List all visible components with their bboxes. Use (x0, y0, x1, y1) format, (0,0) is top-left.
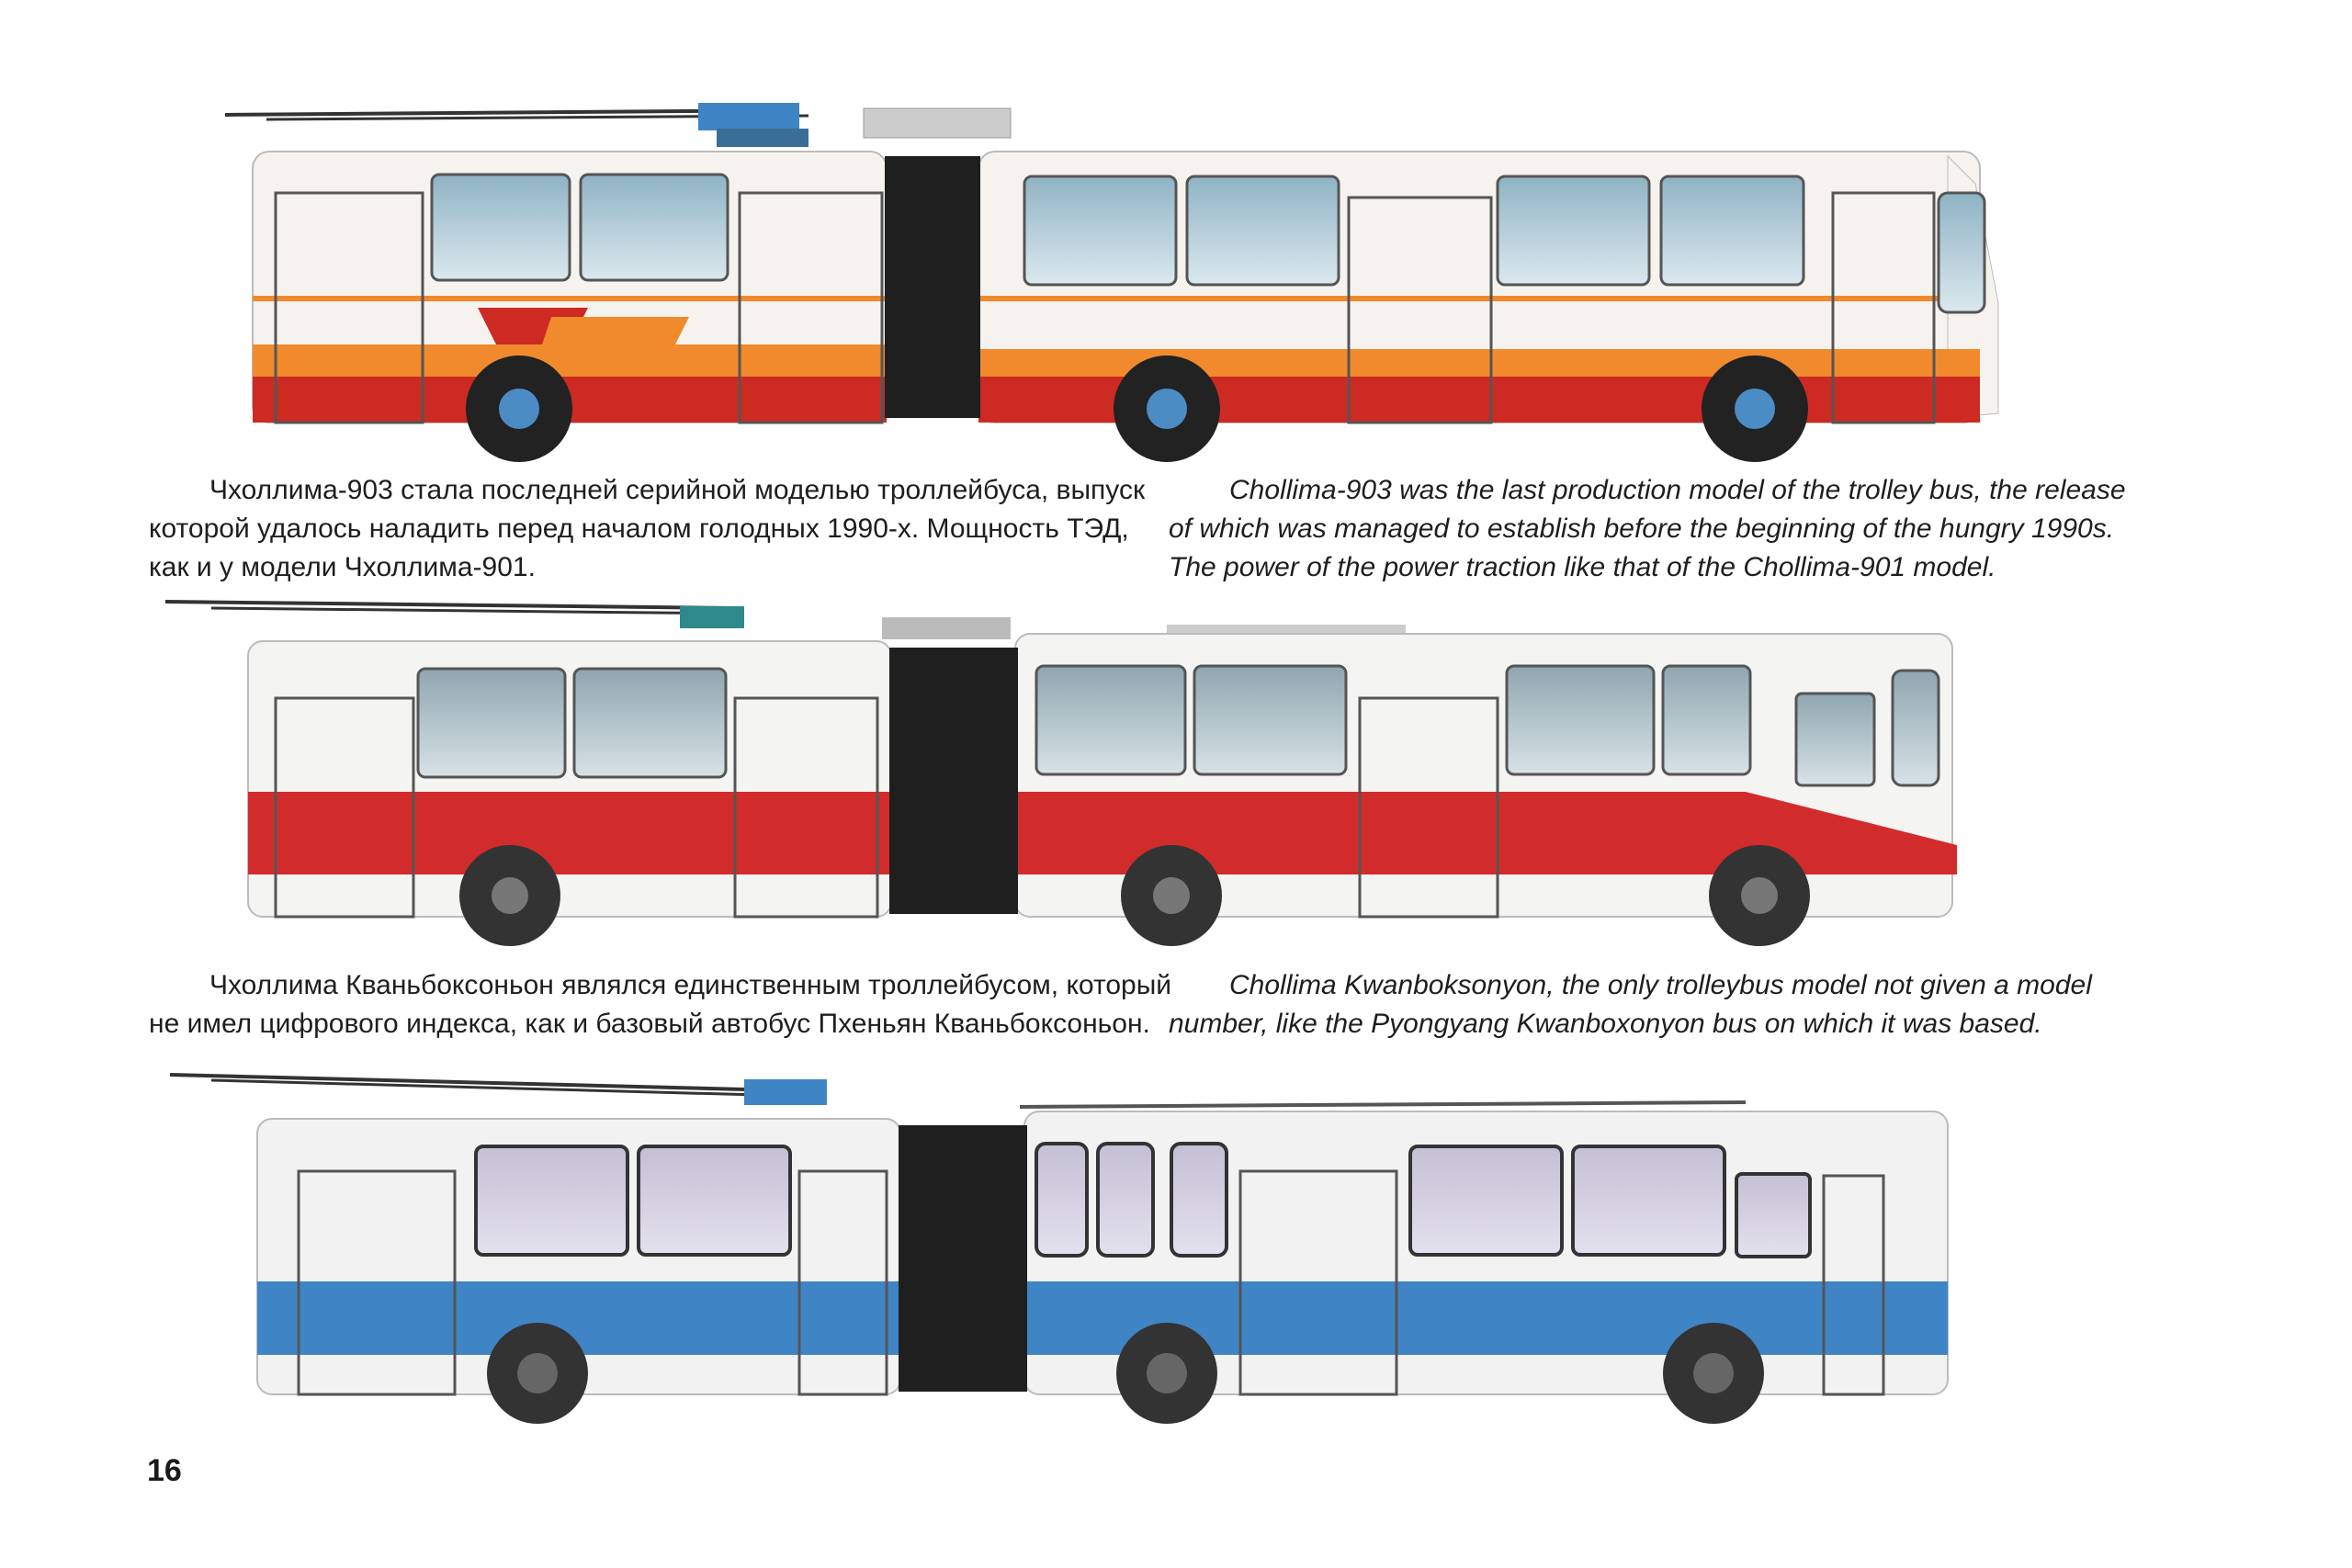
trolleybus-chollima-903-illustration (224, 103, 1999, 462)
caption-1-ru-line: как и у модели Чхоллима-901. (149, 552, 536, 582)
caption-2-ru-line: Чхоллима Кваньбоксоньон являлся единстве… (209, 970, 1172, 1000)
caption-1-english: Chollima-903 was the last production mod… (1169, 471, 2126, 587)
caption-1-en-line: The power of the power traction like tha… (1169, 552, 1996, 582)
trolleybus-white-blue-illustration (169, 1073, 1949, 1424)
caption-1-en-line: Chollima-903 was the last production mod… (1229, 475, 2126, 505)
caption-2-ru-line: не имел цифрового индекса, как и базовый… (149, 1009, 1150, 1039)
page-number: 16 (147, 1453, 182, 1488)
caption-2-english: Chollima Kwanboksonyon, the only trolley… (1169, 966, 2092, 1043)
caption-1-ru-line: Чхоллима-903 стала последней серийной мо… (209, 475, 1146, 505)
trolleybus-chollima-kwanboksonyon-illustration (164, 600, 1957, 946)
caption-1-russian: Чхоллима-903 стала последней серийной мо… (149, 471, 1145, 587)
caption-2-en-line: number, like the Pyongyang Kwanboxonyon … (1169, 1009, 2042, 1039)
caption-1-ru-line: которой удалось наладить перед началом г… (149, 513, 1129, 544)
caption-2-russian: Чхоллима Кваньбоксоньон являлся единстве… (149, 966, 1171, 1043)
caption-1-en-line: of which was managed to establish before… (1169, 513, 2115, 544)
caption-2-en-line: Chollima Kwanboksonyon, the only trolley… (1229, 970, 2092, 1000)
